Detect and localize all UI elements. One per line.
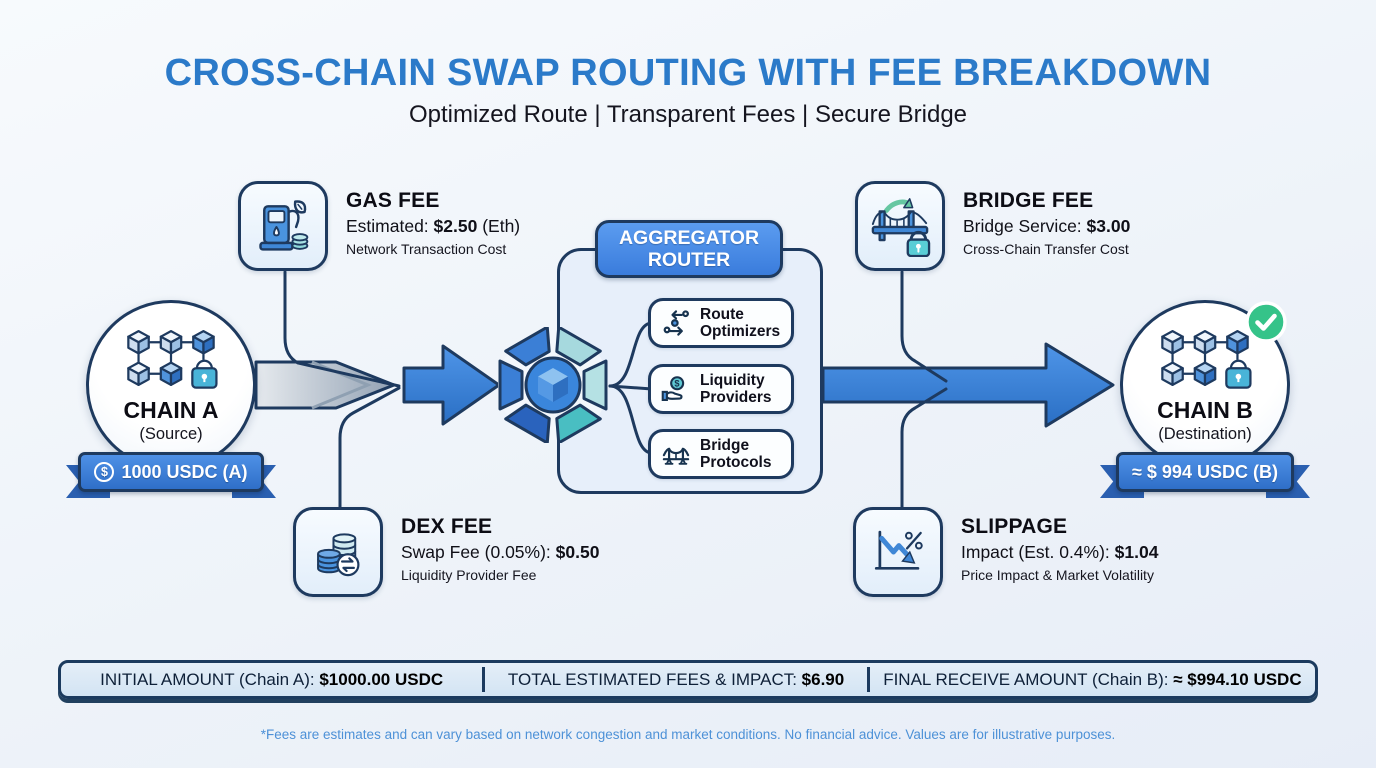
chain-a-role: (Source): [139, 425, 203, 443]
aggregator-title-line2: ROUTER: [647, 249, 731, 271]
coins-swap-icon: [317, 533, 360, 577]
dex-fee-note: Liquidity Provider Fee: [401, 567, 537, 583]
chain-a-node: CHAIN A (Source): [86, 300, 256, 470]
bridge-fee-title: BRIDGE FEE: [963, 189, 1094, 212]
dex-fee-value: $0.50: [555, 542, 600, 562]
chain-a-amount-banner: $ 1000 USDC (A): [78, 452, 264, 492]
summary-fees-label: TOTAL ESTIMATED FEES & IMPACT:: [507, 669, 802, 689]
router-item-liquidity-providers: $ Liquidity Providers: [648, 364, 794, 414]
summary-divider: [866, 667, 870, 692]
item-label-line1: Bridge: [700, 436, 750, 454]
gas-fee-card: GAS FEE Estimated: $2.50 (Eth) Network T…: [238, 181, 520, 271]
bridge-fee-label: Bridge Service:: [963, 216, 1087, 236]
gas-fee-line: Estimated: $2.50 (Eth): [346, 214, 520, 239]
dex-fee-label: Swap Fee (0.05%):: [401, 542, 556, 562]
summary-final: FINAL RECEIVE AMOUNT (Chain B): ≈ $994.1…: [870, 670, 1315, 690]
page-subtitle: Optimized Route | Transparent Fees | Sec…: [408, 101, 968, 128]
slippage-title: SLIPPAGE: [961, 515, 1068, 538]
slippage-card: SLIPPAGE Impact (Est. 0.4%): $1.04 Price…: [853, 507, 1158, 597]
chain-b-node: CHAIN B (Destination): [1120, 300, 1290, 470]
slippage-label: Impact (Est. 0.4%):: [961, 542, 1115, 562]
router-hub-icon: [498, 327, 608, 443]
item-label-line2: Providers: [700, 389, 772, 406]
route-icon: [663, 310, 689, 336]
chain-b-amount: ≈ $ 994 USDC (B): [1132, 461, 1278, 482]
dex-fee-icon-box: [293, 507, 383, 597]
hand-coin-icon: $: [661, 376, 685, 401]
summary-initial-label: INITIAL AMOUNT (Chain A):: [100, 669, 320, 689]
slippage-note: Price Impact & Market Volatility: [961, 567, 1154, 583]
svg-text:$: $: [674, 379, 679, 389]
item-label-line1: Liquidity: [700, 371, 765, 389]
gas-fee-icon-box: [238, 181, 328, 271]
chain-a-name: CHAIN A: [123, 397, 219, 423]
bridge-fee-icon-box: [855, 181, 945, 271]
slippage-line: Impact (Est. 0.4%): $1.04: [961, 540, 1158, 565]
chart-down-icon: [874, 530, 923, 570]
blockchain-icon: [1161, 329, 1252, 389]
chain-b-role: (Destination): [1158, 425, 1252, 443]
aggregator-title-line1: AGGREGATOR: [618, 227, 760, 249]
chain-b-amount-banner: ≈ $ 994 USDC (B): [1116, 452, 1294, 492]
chain-a-amount-ribbon: $ 1000 USDC (A): [64, 452, 278, 504]
summary-final-value: ≈ $994.10 USDC: [1173, 669, 1302, 689]
dex-fee-card: DEX FEE Swap Fee (0.05%): $0.50 Liquidit…: [293, 507, 599, 597]
item-label-line1: Route: [700, 305, 744, 323]
gas-fee-value: $2.50: [433, 216, 478, 236]
chain-a-amount: 1000 USDC (A): [121, 461, 248, 482]
bridge-fee-note: Cross-Chain Transfer Cost: [963, 241, 1129, 257]
summary-initial: INITIAL AMOUNT (Chain A): $1000.00 USDC: [61, 670, 482, 690]
dollar-coin-icon: $: [94, 462, 115, 482]
summary-fees-value: $6.90: [801, 669, 845, 689]
slippage-icon-box: [853, 507, 943, 597]
summary-final-label: FINAL RECEIVE AMOUNT (Chain B):: [883, 669, 1174, 689]
router-item-bridge-protocols: Bridge Protocols: [648, 429, 794, 479]
summary-bar: INITIAL AMOUNT (Chain A): $1000.00 USDC …: [58, 660, 1318, 699]
slippage-value: $1.04: [1114, 542, 1159, 562]
aggregator-router-header: AGGREGATOR ROUTER: [595, 220, 783, 278]
bridge-fee-value: $3.00: [1086, 216, 1131, 236]
success-check-icon: [1245, 301, 1287, 343]
summary-divider: [482, 667, 486, 692]
blockchain-icon: [127, 329, 218, 389]
gas-fee-suffix: (Eth): [477, 216, 521, 236]
summary-fees: TOTAL ESTIMATED FEES & IMPACT: $6.90: [485, 670, 867, 690]
page-title: CROSS-CHAIN SWAP ROUTING WITH FEE BREAKD…: [164, 52, 1212, 94]
dex-fee-title: DEX FEE: [401, 515, 493, 538]
summary-initial-value: $1000.00 USDC: [319, 669, 444, 689]
gas-fee-note: Network Transaction Cost: [346, 241, 507, 257]
item-label-line2: Optimizers: [700, 323, 781, 340]
gas-pump-icon: [259, 200, 309, 251]
disclaimer-text: *Fees are estimates and can vary based o…: [260, 727, 1116, 742]
dex-fee-line: Swap Fee (0.05%): $0.50: [401, 540, 599, 565]
chain-b-amount-ribbon: ≈ $ 994 USDC (B): [1098, 452, 1312, 504]
bridge-icon: [662, 447, 690, 465]
bridge-lock-icon: [871, 198, 931, 257]
item-label-line2: Protocols: [700, 454, 772, 471]
gas-fee-title: GAS FEE: [346, 189, 440, 212]
router-item-route-optimizers: Route Optimizers: [648, 298, 794, 348]
bridge-fee-line: Bridge Service: $3.00: [963, 214, 1130, 239]
gas-fee-label: Estimated:: [346, 216, 434, 236]
chain-b-name: CHAIN B: [1157, 397, 1253, 423]
bridge-fee-card: BRIDGE FEE Bridge Service: $3.00 Cross-C…: [855, 181, 1130, 271]
